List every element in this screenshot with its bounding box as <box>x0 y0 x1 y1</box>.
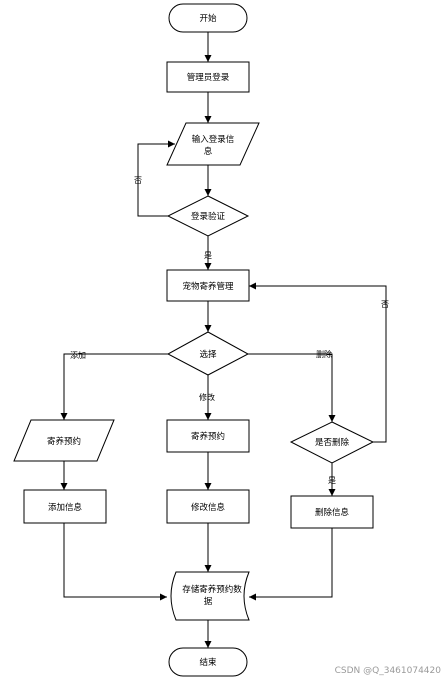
select-decision: 选择 <box>166 331 250 376</box>
confirm-delete-label: 是否删除 <box>315 437 350 448</box>
edge-label-no-login: 否 <box>134 176 142 185</box>
edge-label-yes-login: 是 <box>204 251 212 260</box>
watermark: CSDN @Q_3461074420 <box>335 666 442 676</box>
edge-select-delete <box>248 353 336 422</box>
edge-label-yes-delete: 是 <box>328 476 336 485</box>
edge-delete-to-store <box>249 528 333 601</box>
admin-login-label: 管理员登录 <box>187 72 230 83</box>
manage-label: 宠物寄养管理 <box>182 281 234 292</box>
add-info-process: 添加信息 <box>23 489 107 524</box>
edge-label-add: 添加 <box>70 350 86 360</box>
manage-process: 宠物寄养管理 <box>166 269 250 302</box>
start-terminal: 开始 <box>168 3 248 33</box>
input-login-label-line2: 息 <box>204 146 213 157</box>
verify-decision: 登录验证 <box>166 195 250 237</box>
edge-select-add <box>60 353 168 420</box>
store-label-line2: 据 <box>204 596 213 607</box>
reserve-left-data: 寄养预约 <box>13 419 115 462</box>
delete-info-process: 删除信息 <box>290 495 374 529</box>
store-label-line1: 存储寄养预约数 <box>182 584 242 595</box>
edge-add-to-store <box>63 523 167 601</box>
modify-info-label: 修改信息 <box>191 502 226 513</box>
input-login-label-line1: 输入登录信 <box>192 134 235 145</box>
modify-info-process: 修改信息 <box>166 489 250 524</box>
edge-confirm-no-loop <box>249 282 387 443</box>
delete-info-label: 删除信息 <box>315 507 350 518</box>
end-label: 结束 <box>199 657 217 668</box>
reserve-mid-process: 寄养预约 <box>166 419 250 453</box>
select-label: 选择 <box>199 349 217 360</box>
admin-login-process: 管理员登录 <box>166 61 250 93</box>
edge-label-no-delete: 否 <box>381 300 389 309</box>
reserve-left-label: 寄养预约 <box>47 436 81 447</box>
start-label: 开始 <box>199 13 217 24</box>
edges <box>60 32 387 648</box>
edge-label-modify: 修改 <box>199 392 215 402</box>
store-data-storage: 存储寄养预约数 据 <box>170 571 250 621</box>
input-login-data: 输入登录信 息 <box>166 122 260 166</box>
edge-label-delete: 删除 <box>316 349 332 359</box>
reserve-mid-label: 寄养预约 <box>191 431 225 442</box>
end-terminal: 结束 <box>168 647 248 677</box>
add-info-label: 添加信息 <box>48 502 83 513</box>
verify-label: 登录验证 <box>191 211 226 222</box>
confirm-delete-decision: 是否删除 <box>289 421 375 464</box>
edge-verify-no-loop <box>137 140 175 217</box>
